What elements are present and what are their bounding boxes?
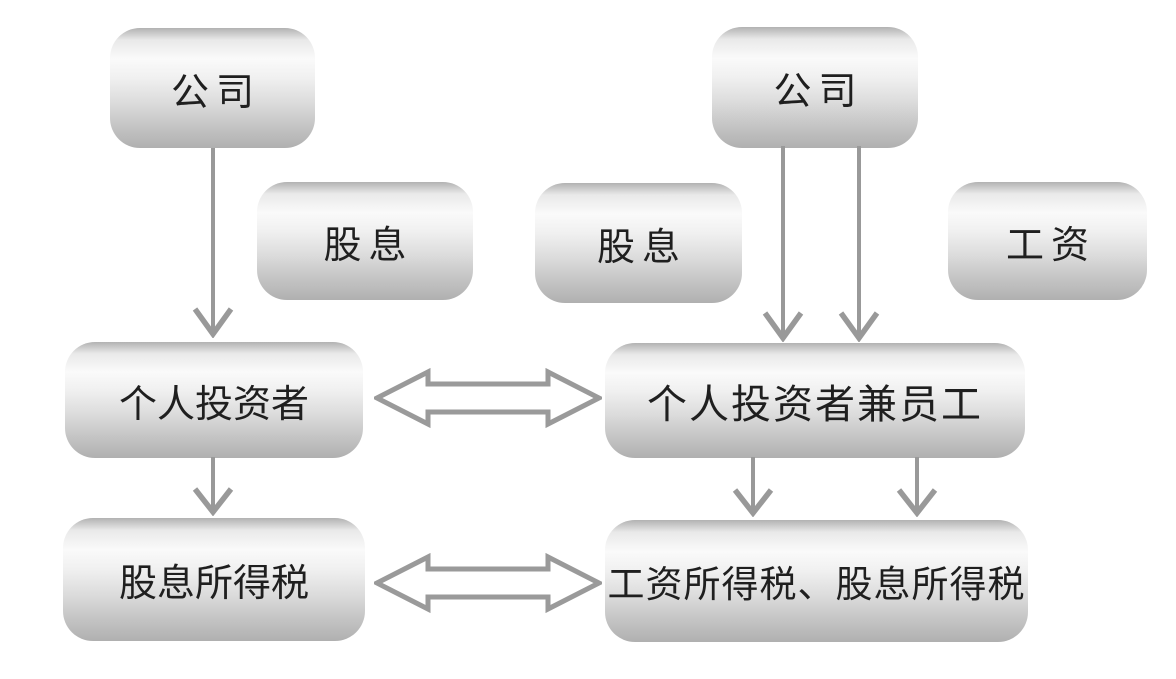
- node-dividend-middle: 股息: [535, 183, 742, 303]
- down-arrow-employee-to-wage-tax: [732, 457, 774, 517]
- down-arrow-company-right-wage: [838, 146, 880, 342]
- node-investor-employee: 个人投资者兼员工: [605, 343, 1025, 458]
- down-arrow-company-left-to-investor: [192, 148, 234, 338]
- node-investor: 个人投资者: [65, 342, 363, 458]
- node-dividend-left: 股息: [257, 182, 473, 300]
- node-company-left: 公司: [110, 28, 315, 148]
- double-arrow-tax-compare: [374, 552, 602, 614]
- down-arrow-employee-to-dividend-tax: [896, 457, 938, 517]
- node-wage-dividend-tax: 工资所得税、股息所得税: [605, 520, 1028, 642]
- node-company-right: 公司: [712, 27, 918, 148]
- down-arrow-investor-to-dividend-tax: [192, 457, 234, 516]
- node-wage: 工资: [948, 182, 1147, 300]
- down-arrow-company-right-dividend: [762, 146, 804, 342]
- double-arrow-investor-compare: [374, 367, 602, 429]
- node-dividend-tax: 股息所得税: [63, 518, 365, 641]
